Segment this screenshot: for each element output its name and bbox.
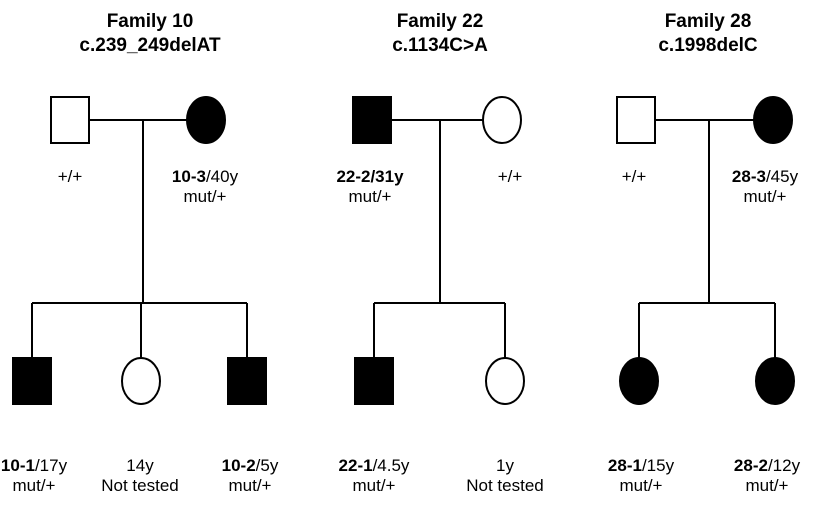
- family-22-title: Family 22: [396, 11, 484, 32]
- individual-id: 10-2: [221, 456, 256, 475]
- genotype: +/+: [497, 167, 523, 186]
- individual-id: 28-1: [607, 456, 642, 475]
- individual-id: 28-2: [733, 456, 768, 475]
- age: /12y: [767, 456, 801, 475]
- family-28-child-1-circle-symbol: [619, 357, 659, 405]
- genotype: mut/+: [352, 476, 396, 495]
- age: /5y: [255, 456, 279, 475]
- individual-id: 10-1: [0, 456, 35, 475]
- family-10-child-1-label: 10-1/17y mut/+: [0, 456, 74, 496]
- family-10-child-2-label: 14y Not tested: [90, 456, 190, 496]
- family-10-mother-label: 10-3/40y mut/+: [150, 167, 260, 207]
- genotype: mut/+: [348, 187, 392, 206]
- age: /45y: [765, 167, 799, 186]
- family-28-mutation: c.1998delC: [658, 35, 758, 56]
- family-10-mother-circle-symbol: [186, 96, 226, 144]
- family-28-child-1-label: 28-1/15y mut/+: [596, 456, 686, 496]
- family-28-mother-label: 28-3/45y mut/+: [720, 167, 810, 207]
- family-22-father-square-symbol: [352, 96, 392, 144]
- family-28-father-square-symbol: [616, 96, 656, 144]
- age: 1y: [496, 456, 514, 475]
- family-10-title: Family 10: [106, 11, 194, 32]
- family-22-child-1-label: 22-1/4.5y mut/+: [324, 456, 424, 496]
- genotype: mut/+: [12, 476, 56, 495]
- family-28-child-2-circle-symbol: [755, 357, 795, 405]
- family-22-father-label: 22-2/31y mut/+: [320, 167, 420, 207]
- genotype: Not tested: [466, 476, 544, 495]
- family-10-child-2-circle-symbol: [121, 357, 161, 405]
- family-10-child-3-label: 10-2/5y mut/+: [210, 456, 290, 496]
- family-10-mutation: c.239_249delAT: [79, 35, 221, 56]
- genotype: Not tested: [101, 476, 179, 495]
- age: /4.5y: [372, 456, 410, 475]
- family-10-child-1-square-symbol: [12, 357, 52, 405]
- age: /15y: [641, 456, 675, 475]
- genotype: mut/+: [619, 476, 663, 495]
- age: /17y: [34, 456, 68, 475]
- individual-id: 28-3: [731, 167, 766, 186]
- family-10-child-3-square-symbol: [227, 357, 267, 405]
- genotype: mut/+: [743, 187, 787, 206]
- family-22-child-2-label: 1y Not tested: [455, 456, 555, 496]
- individual-id: 22-2/31y: [336, 167, 404, 186]
- family-22-mutation: c.1134C>A: [392, 35, 488, 56]
- family-28-mother-circle-symbol: [753, 96, 793, 144]
- age: 14y: [126, 456, 154, 475]
- family-22-mother-label: +/+: [480, 167, 540, 187]
- family-22-child-2-circle-symbol: [485, 357, 525, 405]
- genotype: mut/+: [745, 476, 789, 495]
- genotype: mut/+: [228, 476, 272, 495]
- family-28-father-label: +/+: [604, 167, 664, 187]
- individual-id: 22-1: [338, 456, 373, 475]
- family-28-child-2-label: 28-2/12y mut/+: [722, 456, 812, 496]
- genotype: +/+: [621, 167, 647, 186]
- family-22-mother-circle-symbol: [482, 96, 522, 144]
- family-10-father-square-symbol: [50, 96, 90, 144]
- family-22-child-1-square-symbol: [354, 357, 394, 405]
- family-28-title: Family 28: [664, 11, 752, 32]
- family-10-father-label: +/+: [40, 167, 100, 187]
- genotype: mut/+: [183, 187, 227, 206]
- genotype: +/+: [57, 167, 83, 186]
- individual-id: 10-3: [171, 167, 206, 186]
- age: /40y: [205, 167, 239, 186]
